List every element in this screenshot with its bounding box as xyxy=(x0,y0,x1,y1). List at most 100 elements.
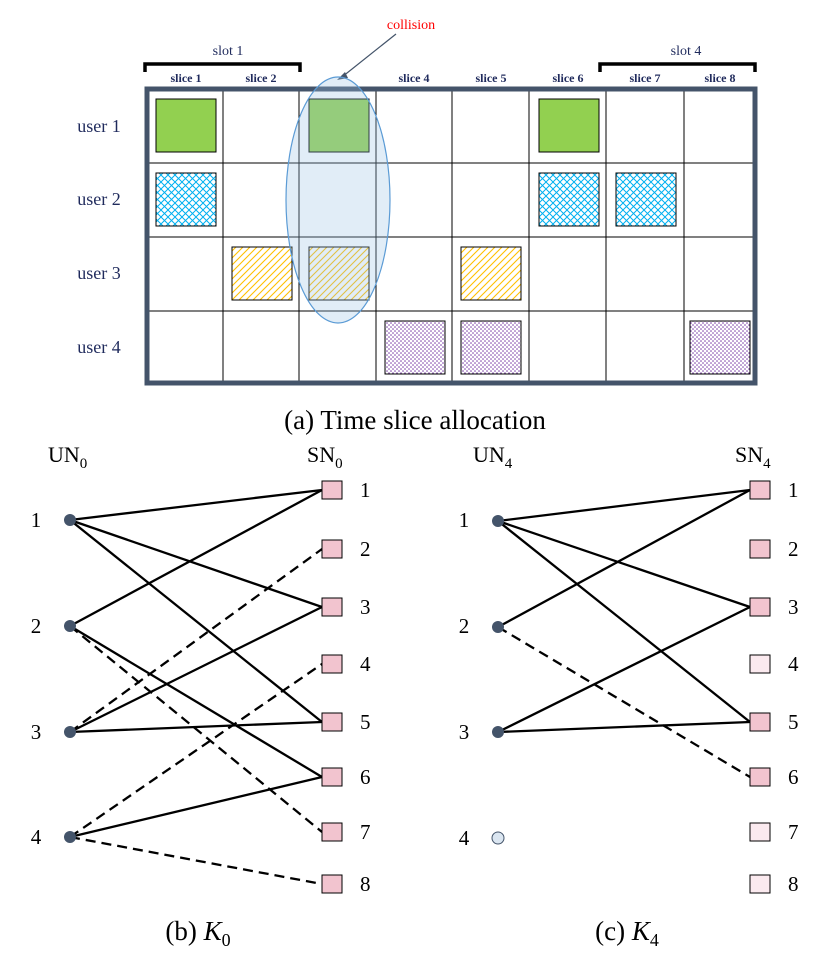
edge xyxy=(69,605,323,734)
edge xyxy=(69,625,323,778)
grid-border xyxy=(144,86,758,386)
allocation-cell xyxy=(538,172,600,227)
user-labels: user 1 user 2 user 3 user 4 xyxy=(77,116,121,357)
edges xyxy=(497,488,751,778)
slot-label: slot 4 xyxy=(671,44,702,59)
slice-label: slice 1 xyxy=(171,71,202,85)
slice-nodes xyxy=(749,480,771,894)
user-label: user 1 xyxy=(77,116,121,136)
user-node-inactive xyxy=(491,831,505,845)
user-node-label: 1 xyxy=(459,508,470,532)
allocations-user-2 xyxy=(155,172,677,227)
edge xyxy=(69,625,323,833)
slice-node xyxy=(321,480,343,500)
caption-c: (c) K4 xyxy=(595,916,659,950)
slice-label: slice 8 xyxy=(705,71,736,85)
edge xyxy=(497,520,751,723)
edge xyxy=(497,488,751,523)
allocation-cell xyxy=(460,320,522,375)
caption-b: (b) K0 xyxy=(165,916,230,950)
user-label: user 4 xyxy=(77,337,121,357)
user-node-label: 2 xyxy=(459,614,470,638)
panel-b-graph-k0: UN0 SN0 1 2 3 4 xyxy=(31,442,371,950)
slice-node-label: 8 xyxy=(360,872,371,896)
slice-node xyxy=(749,480,771,500)
allocation-grid xyxy=(144,86,758,386)
edge xyxy=(69,548,323,733)
slice-node xyxy=(749,712,771,732)
slice-label: slice 7 xyxy=(630,71,661,85)
allocation-cell xyxy=(689,320,751,375)
slice-node xyxy=(321,712,343,732)
slice-node-label: 5 xyxy=(788,710,799,734)
slot-bracket-1: slot 1 xyxy=(143,44,302,72)
user-label: user 3 xyxy=(77,263,121,283)
edge xyxy=(69,518,323,609)
left-title: UN4 xyxy=(473,442,513,472)
user-nodes: 1 2 3 4 xyxy=(459,508,505,850)
collision-arrow xyxy=(341,33,397,78)
slice-label: slice 6 xyxy=(553,71,584,85)
slice-label: slice 4 xyxy=(399,71,430,85)
slice-node-label: 4 xyxy=(788,652,799,676)
collision-ellipse xyxy=(285,76,391,324)
user-node xyxy=(64,514,76,526)
user-node-label: 2 xyxy=(31,614,42,638)
slice-node-label: 3 xyxy=(788,595,799,619)
slice-node-label: 1 xyxy=(788,478,799,502)
user-node xyxy=(492,515,504,527)
slice-node-label: 2 xyxy=(360,537,371,561)
slice-node xyxy=(321,767,343,787)
slice-node-labels: 1 2 3 4 5 6 7 8 xyxy=(788,478,799,896)
edges xyxy=(69,488,323,886)
allocation-cell xyxy=(384,320,446,375)
allocation-cell xyxy=(460,246,522,301)
edge xyxy=(497,519,751,609)
user-node-label: 4 xyxy=(459,826,470,850)
edge xyxy=(497,488,751,629)
slice-node xyxy=(749,767,771,787)
edge xyxy=(69,488,323,522)
slice-node-label: 6 xyxy=(360,765,371,789)
allocation-cell xyxy=(155,172,217,227)
allocation-cell xyxy=(615,172,677,227)
user-label: user 2 xyxy=(77,189,121,209)
slot-bracket-4: slot 4 xyxy=(598,44,757,72)
slice-node xyxy=(321,539,343,559)
edge xyxy=(497,605,751,734)
edge xyxy=(69,720,323,734)
slot-label: slot 1 xyxy=(213,44,244,59)
allocation-cell xyxy=(308,246,370,301)
user-node xyxy=(64,620,76,632)
allocation-cell xyxy=(308,98,370,153)
slice-nodes xyxy=(321,480,343,894)
right-title: SN4 xyxy=(735,442,771,472)
allocation-cell xyxy=(538,98,600,153)
edge xyxy=(69,663,323,838)
slice-node-label: 7 xyxy=(360,820,371,844)
user-node xyxy=(492,726,504,738)
allocations-user-4 xyxy=(384,320,751,375)
user-node xyxy=(64,831,76,843)
right-title: SN0 xyxy=(307,442,343,472)
slice-node-faded xyxy=(749,654,771,674)
slice-node-label: 8 xyxy=(788,872,799,896)
edge xyxy=(69,775,323,839)
caption-a: (a) Time slice allocation xyxy=(284,405,546,435)
edge xyxy=(69,835,323,886)
user-node-label: 3 xyxy=(31,720,42,744)
allocations-user-1 xyxy=(155,98,600,153)
slice-node xyxy=(321,874,343,894)
slice-label: slice 5 xyxy=(476,71,507,85)
slice-node-label: 5 xyxy=(360,710,371,734)
left-title: UN0 xyxy=(48,442,87,472)
slice-label: slice 2 xyxy=(246,71,277,85)
user-node-label: 3 xyxy=(459,720,470,744)
allocation-cell xyxy=(231,246,293,301)
slice-labels: slice 1 slice 2 slice 4 slice 5 slice 6 … xyxy=(171,71,736,85)
slice-node xyxy=(321,822,343,842)
allocation-cell xyxy=(155,98,217,153)
collision-label: collision xyxy=(387,18,435,33)
edge xyxy=(69,488,323,628)
user-node xyxy=(492,621,504,633)
